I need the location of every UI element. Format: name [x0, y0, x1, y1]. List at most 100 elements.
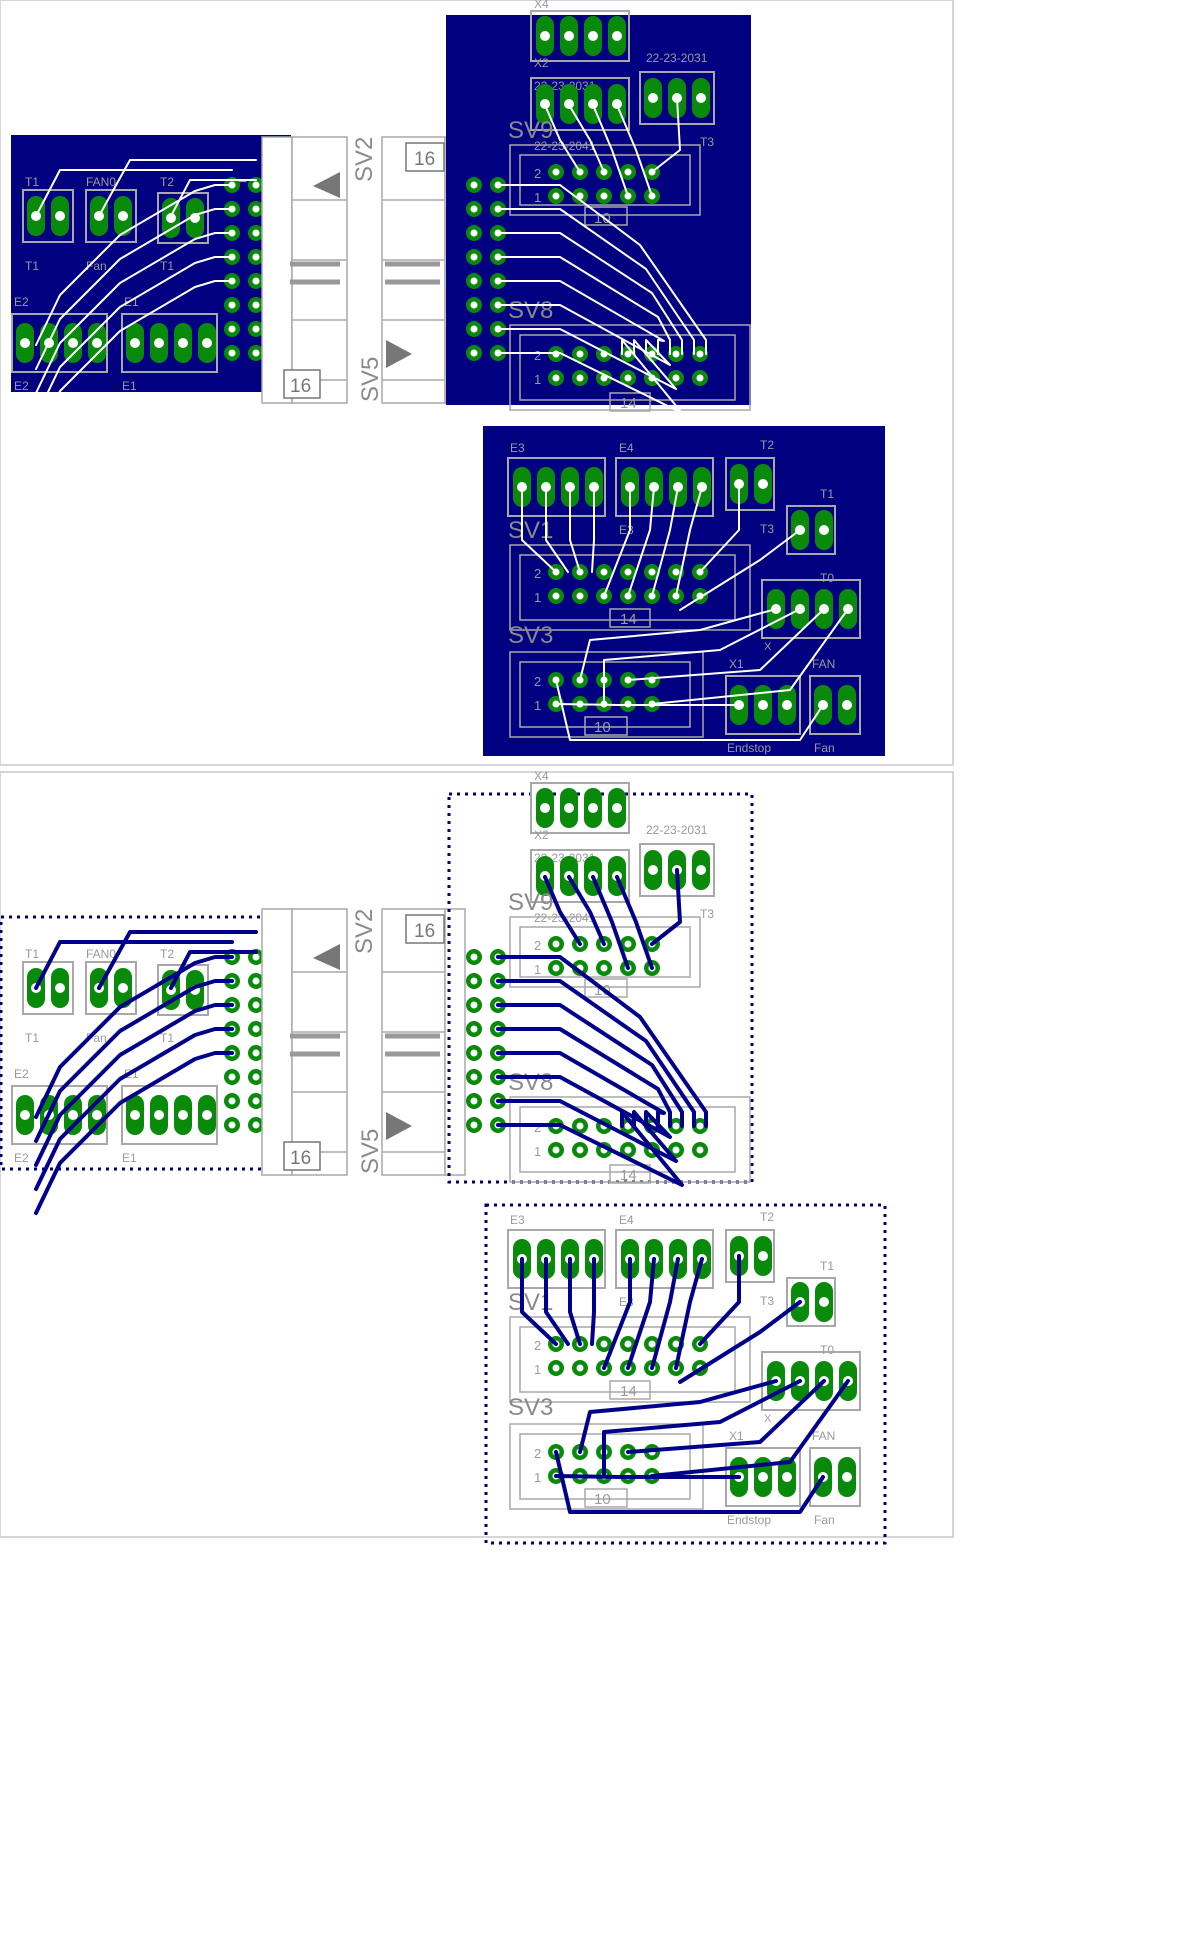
- copper-trace: [545, 486, 569, 573]
- pad-drill: [228, 349, 236, 357]
- bottom-view-outline: T1FAN0T2T1FanT1E2E1E2E1211616SV2SV5X4X22…: [0, 769, 954, 1545]
- label-e2: E2: [14, 1067, 29, 1081]
- header-t2: [725, 1229, 775, 1283]
- pad-drill: [648, 1340, 656, 1348]
- label-x4: X4: [534, 0, 549, 11]
- label-x4: X4: [534, 769, 549, 783]
- copper-trace: [97, 930, 258, 990]
- copper-trace: [521, 486, 557, 573]
- sv8-inner: [519, 1106, 736, 1173]
- pad-drill: [782, 700, 792, 710]
- pad-drill: [696, 374, 704, 382]
- copper-trace: [497, 280, 665, 355]
- copper-trace: [497, 339, 683, 414]
- label-t1: T1: [820, 1259, 834, 1273]
- label-x-mark: X: [764, 641, 772, 653]
- label-fan: FAN: [812, 657, 835, 671]
- pad-drill: [252, 253, 260, 261]
- label-pin1-sv8: 1: [534, 1144, 541, 1159]
- copper-trace: [650, 1257, 680, 1370]
- pad-drill: [228, 1121, 236, 1129]
- pad-drill: [166, 213, 176, 223]
- pad-drill: [118, 211, 128, 221]
- pad-drill: [118, 983, 128, 993]
- label-t3: T3: [700, 907, 714, 921]
- copper-trace: [35, 280, 233, 442]
- copper-trace: [615, 875, 654, 970]
- label-pin2-sv8: 2: [534, 1120, 541, 1135]
- label-e2: E2: [14, 295, 29, 309]
- pad-drill: [470, 349, 478, 357]
- sv1-outline: [509, 1316, 751, 1403]
- label-sv8: SV8: [508, 297, 553, 324]
- pad-drill: [672, 350, 680, 358]
- label-14: 14: [620, 611, 637, 628]
- pad-drill: [564, 99, 574, 109]
- view-frame: [0, 771, 954, 1538]
- copper-trace: [555, 703, 740, 706]
- header-e4: [615, 457, 714, 517]
- pad-drill: [782, 1472, 792, 1482]
- pad-drill: [624, 568, 632, 576]
- label-pin1: 1: [534, 190, 541, 205]
- pad-drill: [696, 1146, 704, 1154]
- pad-drill: [252, 301, 260, 309]
- copper-trace: [497, 256, 671, 355]
- pad-drill: [20, 338, 30, 348]
- label-fan-lower: Fan: [814, 1513, 835, 1527]
- label-sv5: SV5: [357, 357, 384, 402]
- copper-trace: [651, 97, 681, 173]
- copper-trace: [651, 608, 849, 705]
- label-pin2-sv3: 2: [534, 674, 541, 689]
- label-sv2: SV2: [351, 909, 378, 954]
- pad-drill: [252, 953, 260, 961]
- pad-drill: [696, 865, 706, 875]
- pad-drill: [470, 1001, 478, 1009]
- copper-trace: [626, 1379, 826, 1454]
- label-22-23-2031-a: 22-23-2031: [646, 51, 708, 65]
- label-fan0: FAN0: [86, 175, 116, 189]
- pad-drill: [540, 803, 550, 813]
- copper-trace: [35, 232, 233, 394]
- label-x1: X1: [729, 1429, 744, 1443]
- label-t3: T3: [760, 1294, 774, 1308]
- copper-trace: [578, 1379, 778, 1454]
- header-t1: [786, 505, 836, 555]
- label-t1-lower: T1: [25, 259, 39, 273]
- label-t1-mid: T1: [160, 1031, 174, 1045]
- pad-drill: [252, 1097, 260, 1105]
- pad-drill: [202, 1110, 212, 1120]
- label-16-bottom: 16: [290, 376, 311, 397]
- pad-drill: [552, 592, 560, 600]
- label-t2: T2: [160, 175, 174, 189]
- label-pin2: 2: [534, 938, 541, 953]
- sv1-inner: [519, 554, 736, 621]
- connector-body-left: [261, 136, 293, 404]
- triangle-marker-top: [313, 944, 340, 970]
- label-fan-lower: Fan: [814, 741, 835, 755]
- copper-trace: [34, 940, 234, 990]
- copper-trace: [544, 104, 581, 173]
- pad-drill: [588, 31, 598, 41]
- copper-trace: [678, 1300, 802, 1384]
- pad-drill: [672, 1146, 680, 1154]
- pad-drill: [600, 192, 608, 200]
- triangle-marker-top: [313, 172, 340, 198]
- label-fan0: FAN0: [86, 947, 116, 961]
- pad-drill: [228, 1097, 236, 1105]
- pad-drill: [470, 181, 478, 189]
- pad-drill: [178, 338, 188, 348]
- pad-drill: [470, 1121, 478, 1129]
- pad-drill: [470, 1097, 478, 1105]
- box-14: [609, 1164, 651, 1184]
- copper-trace: [496, 1110, 684, 1187]
- copper-trace: [650, 868, 682, 946]
- pad-drill: [696, 1122, 704, 1130]
- pad-drill: [758, 479, 768, 489]
- pad-drill: [228, 301, 236, 309]
- copper-trace: [674, 1257, 704, 1370]
- pad-drill: [624, 350, 632, 358]
